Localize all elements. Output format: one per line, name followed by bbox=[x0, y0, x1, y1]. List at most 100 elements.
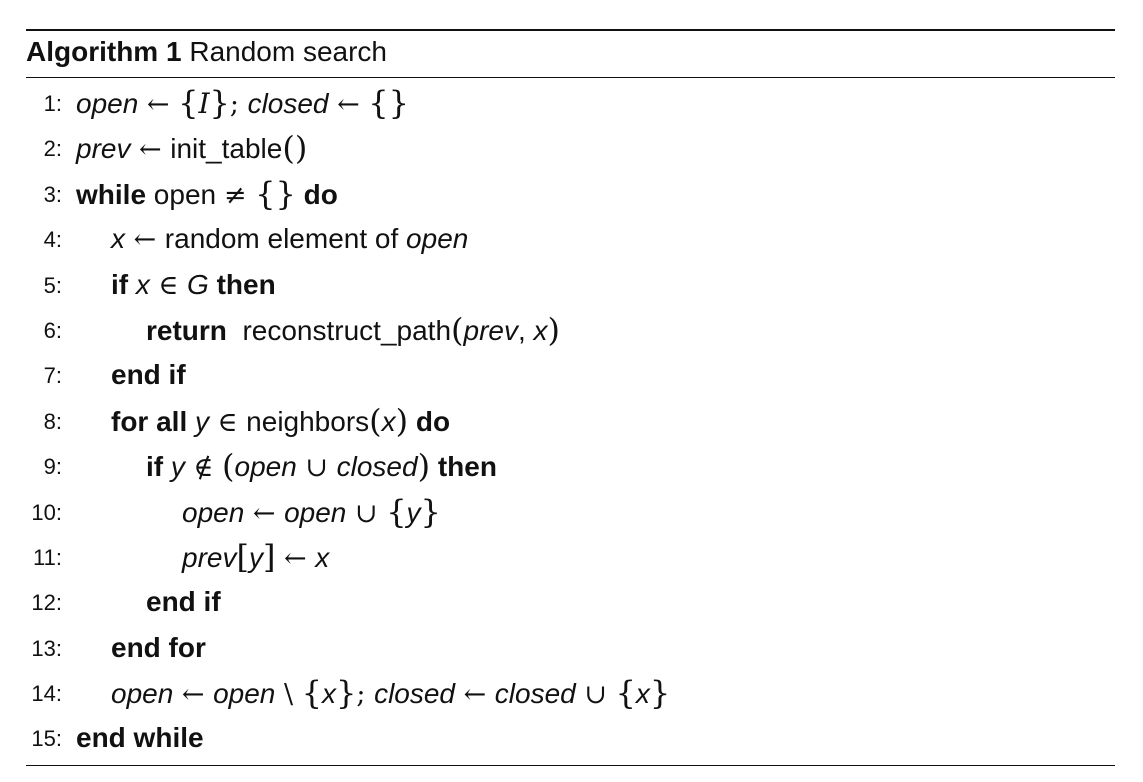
algorithm-lines: 1:open ← {I}; closed ← {}2:prev ← init_t… bbox=[26, 78, 1115, 761]
line-code: open ← open ∪ {y} bbox=[182, 489, 441, 536]
algorithm-line: 7: end if bbox=[26, 352, 1115, 397]
code-token: init_table bbox=[170, 133, 283, 165]
algorithm-line: 11: prev[y] ← x bbox=[26, 534, 1115, 579]
algorithm-caption: Algorithm 1 Random search bbox=[26, 31, 1115, 70]
line-number: 2: bbox=[43, 136, 62, 162]
code-token: ← bbox=[328, 89, 369, 120]
keyword: end for bbox=[111, 631, 206, 663]
algorithm-line: 10: open ← open ∪ {y} bbox=[26, 489, 1115, 534]
code-token: ← bbox=[138, 89, 179, 120]
algorithm-line: 13: end for bbox=[26, 625, 1115, 670]
code-token: closed bbox=[247, 88, 329, 119]
code-token: ) bbox=[395, 401, 409, 440]
code-token: closed bbox=[336, 451, 418, 483]
line-code: open ← {I}; closed ← {} bbox=[76, 80, 409, 127]
code-token: { bbox=[178, 84, 199, 122]
code-token: { bbox=[301, 674, 323, 713]
code-token: x bbox=[315, 541, 330, 573]
keyword: if bbox=[111, 268, 136, 300]
keyword: if bbox=[146, 451, 171, 483]
code-token: ∈ bbox=[149, 269, 188, 301]
line-code: if x ∈ G then bbox=[111, 262, 276, 308]
top-rule bbox=[26, 29, 1115, 31]
code-token: open bbox=[213, 678, 276, 710]
code-token: ← bbox=[130, 134, 171, 166]
code-token: ∪ bbox=[296, 452, 337, 484]
code-token: prev bbox=[76, 133, 131, 165]
code-token: y bbox=[406, 496, 421, 528]
keyword: while bbox=[76, 178, 147, 210]
code-token: ∪ bbox=[575, 679, 616, 711]
algorithm-line: 9:if y ∉ (open ∪ closed) then bbox=[26, 443, 1115, 488]
code-token: {} bbox=[255, 174, 296, 213]
code-token: I bbox=[198, 87, 210, 120]
code-token: neighbors bbox=[246, 405, 370, 437]
line-code: while open ≠ {} do bbox=[76, 171, 338, 218]
code-token: ← bbox=[275, 542, 316, 574]
line-code: prev[y] ← x bbox=[182, 534, 329, 581]
algorithm-line: 1: open ← {I}; closed ← {} bbox=[26, 80, 1115, 125]
code-token: y bbox=[248, 541, 263, 573]
line-number: 1: bbox=[43, 91, 62, 116]
line-number: 10: bbox=[31, 499, 62, 525]
code-token: y bbox=[195, 405, 210, 437]
code-token: ≠ bbox=[223, 179, 256, 211]
code-token: ← bbox=[125, 224, 165, 256]
line-number: 7: bbox=[43, 363, 62, 389]
line-code: end if bbox=[111, 352, 186, 397]
algorithm-title: Random search bbox=[189, 36, 387, 67]
keyword: end while bbox=[76, 722, 204, 754]
code-token: \ bbox=[275, 679, 302, 711]
algorithm-line: 15: end while bbox=[26, 715, 1115, 760]
keyword: then bbox=[208, 268, 276, 300]
code-token: open bbox=[284, 496, 347, 528]
line-code: open ← open \ {x}; closed ← closed ∪ {x} bbox=[111, 670, 670, 717]
algorithm-line: 3:while open ≠ {} do bbox=[26, 171, 1115, 216]
code-token: ∉ bbox=[184, 452, 223, 484]
line-number: 13: bbox=[31, 635, 62, 661]
line-code: for all y ∈ neighbors(x) do bbox=[111, 398, 450, 445]
keyword: do bbox=[295, 178, 338, 210]
line-code: end if bbox=[146, 579, 221, 624]
code-token: prev bbox=[463, 314, 518, 346]
code-token: , bbox=[517, 314, 534, 346]
keyword: for all bbox=[111, 405, 196, 437]
code-token: ∪ bbox=[346, 497, 387, 529]
code-token: closed bbox=[374, 678, 455, 710]
line-number: 15: bbox=[31, 726, 62, 752]
keyword: do bbox=[408, 405, 451, 437]
code-token: G bbox=[187, 268, 209, 300]
algorithm-line: 2: prev ← init_table() bbox=[26, 125, 1115, 170]
line-number: 9: bbox=[43, 454, 62, 480]
line-number: 8: bbox=[43, 408, 62, 434]
code-token: open bbox=[182, 496, 245, 528]
code-token: ( bbox=[451, 310, 464, 349]
algorithm-line: 8: for all y ∈ neighbors(x) do bbox=[26, 398, 1115, 443]
code-token: random element of bbox=[164, 223, 407, 255]
code-token: x bbox=[322, 678, 337, 710]
code-token: ← bbox=[244, 497, 285, 529]
code-token: ] bbox=[262, 537, 276, 576]
code-token: ; bbox=[356, 679, 375, 711]
code-token: ( bbox=[222, 447, 235, 486]
code-token: open bbox=[76, 88, 139, 119]
code-token: closed bbox=[494, 678, 576, 710]
line-number: 11: bbox=[33, 544, 62, 570]
code-token: open bbox=[406, 223, 469, 255]
code-token: y bbox=[170, 451, 185, 483]
algorithm-line: 4:x ← random element of open bbox=[26, 216, 1115, 261]
code-token: x bbox=[135, 268, 150, 300]
code-token: x bbox=[635, 678, 650, 710]
line-number: 6: bbox=[43, 317, 62, 343]
keyword: return bbox=[146, 314, 227, 346]
line-code: prev ← init_table() bbox=[76, 125, 307, 172]
code-token: {} bbox=[368, 84, 410, 122]
line-number: 5: bbox=[43, 272, 62, 298]
code-token: ; bbox=[229, 89, 248, 120]
code-token: x bbox=[111, 223, 125, 255]
line-code: return reconstruct_path(prev, x) bbox=[146, 307, 560, 353]
code-token: ← bbox=[173, 679, 214, 711]
code-token: ← bbox=[455, 679, 495, 711]
code-token: } bbox=[420, 492, 441, 531]
keyword: end if bbox=[111, 359, 186, 391]
